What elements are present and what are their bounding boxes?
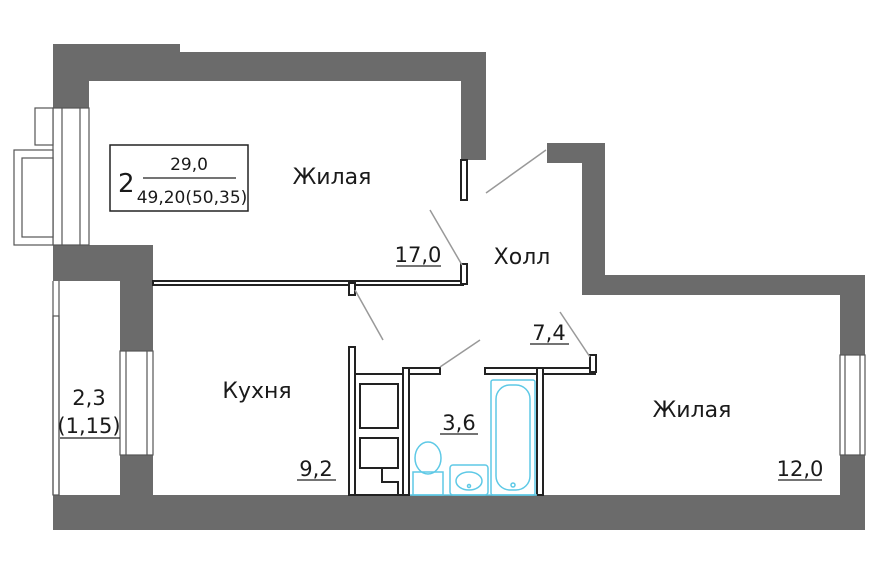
bathtub — [490, 379, 536, 496]
sink — [449, 464, 489, 496]
room-count: 2 — [118, 169, 135, 199]
balcony-area: 2,3 — [72, 386, 105, 410]
balcony-area-reduced: (1,15) — [57, 414, 120, 438]
bedroom-1-name: Жилая — [293, 165, 372, 190]
total-area: 49,20(50,35) — [137, 188, 248, 208]
hall-name: Холл — [494, 245, 551, 270]
partitions — [152, 159, 597, 496]
bedroom-1-area: 17,0 — [395, 243, 442, 267]
balcony — [52, 281, 60, 496]
ventilation-shaft — [354, 373, 404, 496]
walls — [53, 44, 865, 530]
living-area: 29,0 — [170, 155, 208, 175]
apartment-badge: 2 29,0 49,20(50,35) — [109, 144, 249, 212]
bathroom-area: 3,6 — [442, 411, 475, 435]
toilet — [412, 441, 444, 496]
door-swings — [124, 149, 591, 453]
kitchen-area: 9,2 — [299, 457, 332, 481]
hall-area: 7,4 — [532, 321, 565, 345]
windows — [13, 107, 866, 456]
kitchen-name: Кухня — [222, 379, 291, 404]
bedroom-2-area: 12,0 — [777, 457, 824, 481]
bedroom-2-name: Жилая — [653, 398, 732, 423]
